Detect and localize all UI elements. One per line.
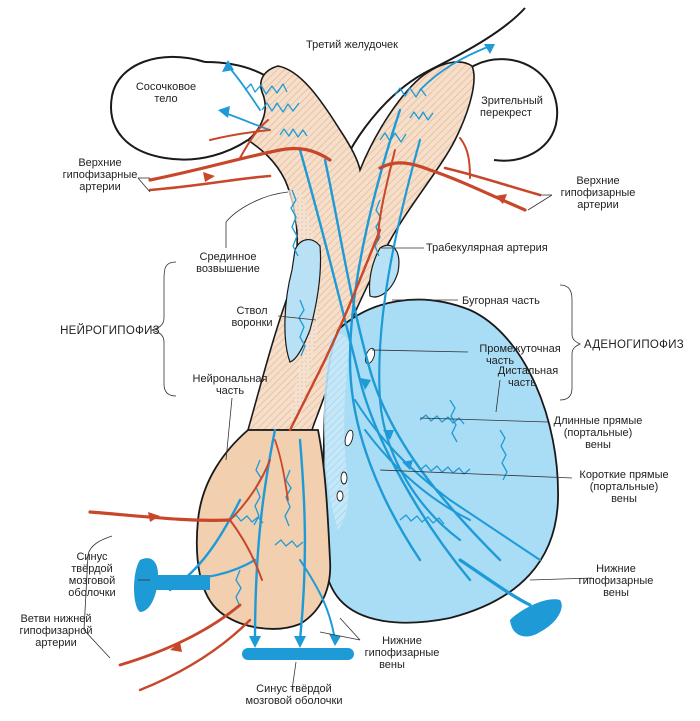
label-inf-art-2: гипофизарной [19, 625, 92, 637]
label-distal-1: Дистальная [498, 365, 558, 377]
label-sinus-bottom-1: Синус твёрдой [256, 683, 332, 695]
label-chiasm-1: Зрительный [481, 95, 543, 107]
label-inf-veins-center-2: гипофизарные [365, 647, 440, 659]
label-mammillary-1: Сосочковое [136, 81, 196, 93]
label-sup-art-left-2: гипофизарные [63, 169, 138, 181]
label-sinus-left-3: мозговой [69, 575, 115, 587]
label-short-veins-2: (портальные) [590, 481, 659, 493]
label-short-veins-3: вены [611, 493, 637, 505]
neurohypophysis-lobe [195, 429, 332, 630]
label-inf-veins-center-3: вены [379, 659, 405, 671]
label-trabecular-artery: Трабекулярная артерия [426, 242, 548, 254]
label-mammillary-2: тело [154, 93, 177, 105]
label-tuberal-part: Бугорная часть [462, 295, 540, 307]
label-sup-art-right-3: артерии [577, 199, 618, 211]
label-sinus-left-1: Синус [76, 551, 108, 563]
label-distal-2: часть [508, 377, 536, 389]
label-sup-art-right-1: Верхние [576, 175, 619, 187]
label-median-eminence-2: возвышение [196, 263, 260, 275]
label-neural-2: часть [216, 385, 244, 397]
label-long-veins-1: Длинные прямые [554, 415, 643, 427]
label-inf-veins-right-1: Нижние [596, 563, 636, 575]
dural-sinuses [134, 558, 562, 660]
label-inf-veins-right-3: вены [603, 587, 629, 599]
leader-lines [83, 177, 593, 691]
label-inf-veins-center-1: Нижние [382, 635, 422, 647]
arteries [88, 119, 542, 692]
label-long-veins-3: вены [585, 439, 611, 451]
label-chiasm-2: перекрест [480, 107, 532, 119]
portal-veins [168, 45, 541, 642]
label-median-eminence-1: Срединное [200, 251, 257, 263]
neurohypophysis-brace [150, 261, 177, 397]
flow-arrows [218, 44, 495, 648]
label-neurohypophysis: НЕЙРОГИПОФИЗ [60, 324, 160, 337]
label-sup-art-right-2: гипофизарные [561, 187, 636, 199]
capillary-network [229, 83, 508, 608]
label-sinus-left-2: твёрдой [71, 563, 113, 575]
label-neural-1: Нейрональная [193, 373, 268, 385]
label-adenohypophysis: АДЕНОГИПОФИЗ [584, 339, 684, 351]
label-inf-art-1: Ветви нижней [20, 613, 91, 625]
text-labels: Третий желудочек Сосочковое тело Зритель… [19, 39, 684, 707]
label-stem-1: Ствол [237, 305, 268, 317]
label-sinus-left-4: оболочки [68, 587, 115, 599]
label-short-veins-1: Короткие прямые [579, 469, 668, 481]
adenohypophysis-brace [559, 284, 581, 401]
label-sup-art-left-3: артерии [79, 181, 120, 193]
label-inf-veins-right-2: гипофизарные [579, 575, 654, 587]
label-sinus-bottom-2: мозговой оболочки [246, 695, 343, 707]
label-sup-art-left-1: Верхние [78, 157, 121, 169]
artery-arrows [148, 172, 507, 652]
label-stem-2: воронки [231, 317, 272, 329]
label-intermediate-2: часть [486, 355, 514, 367]
label-third-ventricle: Третий желудочек [306, 39, 398, 51]
label-inf-art-3: артерии [35, 637, 76, 649]
label-long-veins-2: (портальные) [564, 427, 633, 439]
label-intermediate-1: Промежуточная [479, 343, 560, 355]
